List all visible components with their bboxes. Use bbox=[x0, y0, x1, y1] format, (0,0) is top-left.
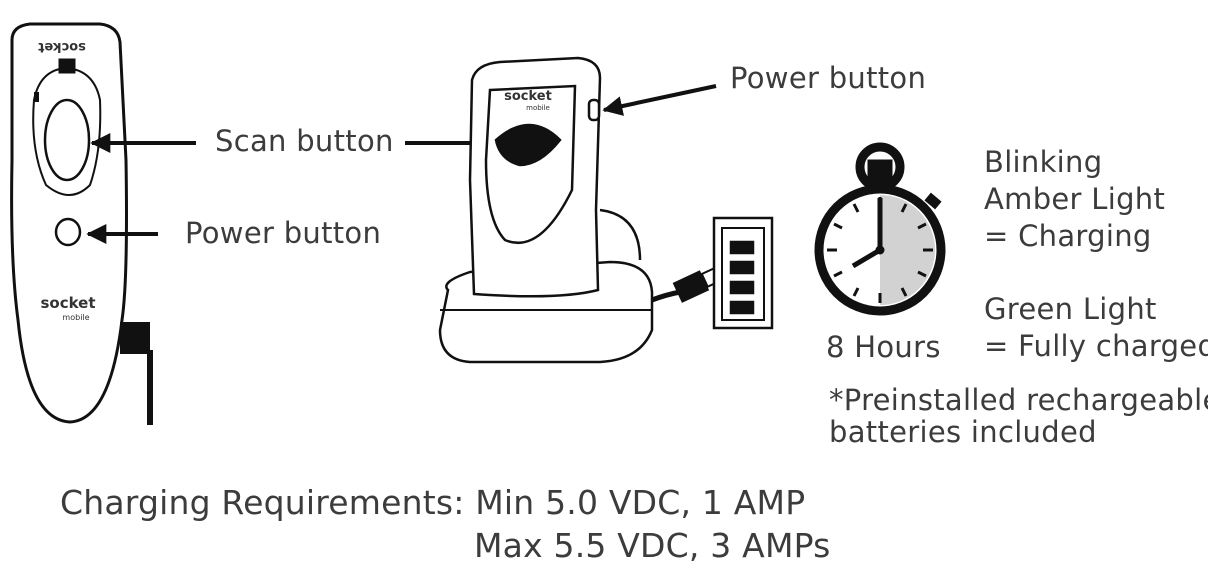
scanner-brand-bottom: socket bbox=[40, 294, 95, 312]
blinking-line-1: Blinking bbox=[984, 145, 1103, 179]
cradle-power-button-label: Power button bbox=[730, 61, 927, 95]
cradle-power-arrow bbox=[602, 84, 717, 116]
charging-requirements-line-2: Max 5.5 VDC, 3 AMPs bbox=[474, 526, 831, 565]
charging-cable bbox=[651, 289, 681, 303]
scan-button-label: Scan button bbox=[215, 124, 394, 158]
charge-time-label: 8 Hours bbox=[826, 330, 941, 364]
charging-requirements-line-1: Charging Requirements: Min 5.0 VDC, 1 AM… bbox=[60, 483, 806, 522]
scanner-brand-top: socket bbox=[38, 39, 86, 54]
green-line-1: Green Light bbox=[984, 292, 1157, 326]
scanner-power-button-label: Power button bbox=[185, 216, 382, 250]
scanner-icon bbox=[10, 22, 153, 425]
cradle-brand-sub: mobile bbox=[526, 104, 550, 112]
wall-outlet-icon bbox=[712, 216, 774, 330]
scanner-brand-mark: socket socket mobile bbox=[38, 39, 95, 322]
battery-note-line-1: *Preinstalled rechargeable bbox=[829, 383, 1208, 417]
cradle-icon bbox=[438, 56, 654, 364]
battery-note-line-2: batteries included bbox=[829, 415, 1097, 449]
cradle-brand-mark: socket mobile bbox=[504, 89, 552, 112]
scanner-brand-sub: mobile bbox=[62, 313, 89, 322]
stopwatch-icon bbox=[814, 142, 946, 316]
green-line-2: = Fully charged bbox=[984, 329, 1208, 363]
blinking-line-3: = Charging bbox=[984, 219, 1152, 253]
cradle-brand: socket bbox=[504, 89, 552, 104]
blinking-line-2: Amber Light bbox=[984, 182, 1166, 216]
